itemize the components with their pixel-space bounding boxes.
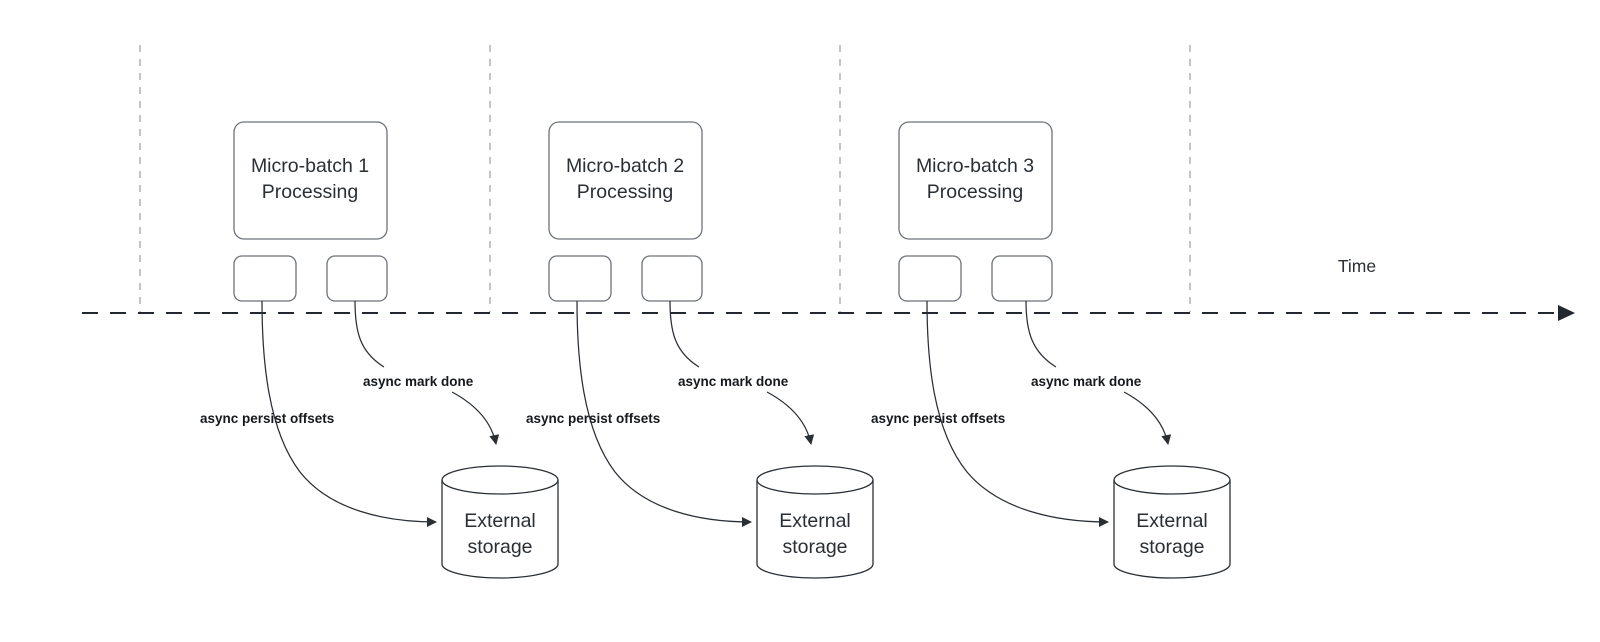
- external-storage-3-line1: External: [1136, 510, 1208, 532]
- edge-label-async-mark-done-1: async mark done: [363, 374, 474, 389]
- edge-label-async-persist-offsets-2: async persist offsets: [526, 411, 660, 426]
- edge-async-mark-done-2-seg2: [766, 391, 815, 445]
- task-box-persist-2[interactable]: [548, 255, 612, 302]
- cylinder-top-1: [441, 465, 559, 495]
- tick-lines: [139, 45, 1191, 312]
- cylinder-top-2: [756, 465, 874, 495]
- micro-batch-group-3: Micro-batch 3 Processing async persist o…: [871, 121, 1231, 579]
- external-storage-1-line1: External: [464, 510, 536, 532]
- external-storage-3-line2: storage: [1139, 536, 1204, 558]
- micro-batch-box-2-line1: Micro-batch 2: [566, 155, 684, 177]
- external-storage-cylinder-2[interactable]: External storage: [756, 465, 874, 579]
- time-axis: Time: [82, 256, 1575, 321]
- task-box-mark-1[interactable]: [326, 255, 388, 302]
- micro-batch-box-3-line1: Micro-batch 3: [916, 155, 1034, 177]
- edge-async-persist-offsets-1: [261, 300, 437, 527]
- micro-batch-box-1-line2: Processing: [262, 181, 358, 203]
- edge-label-async-mark-done-2: async mark done: [678, 374, 789, 389]
- edge-async-mark-done-1-seg1: [354, 300, 385, 368]
- edge-async-persist-offsets-3: [926, 300, 1109, 527]
- cylinder-body-2: [756, 480, 874, 579]
- time-axis-arrowhead: [1558, 305, 1575, 321]
- task-box-mark-2[interactable]: [641, 255, 703, 302]
- cylinder-body-3: [1113, 480, 1231, 579]
- edge-label-async-persist-offsets-1: async persist offsets: [200, 411, 334, 426]
- external-storage-2-line1: External: [779, 510, 851, 532]
- edge-async-mark-done-1-seg2: [451, 391, 500, 445]
- micro-batch-group-2: Micro-batch 2 Processing async persist o…: [526, 121, 874, 579]
- external-storage-1-line2: storage: [467, 536, 532, 558]
- cylinder-body-1: [441, 480, 559, 579]
- cylinder-top-3: [1113, 465, 1231, 495]
- edge-label-async-mark-done-3: async mark done: [1031, 374, 1142, 389]
- micro-batch-box-1[interactable]: [233, 121, 388, 240]
- edge-async-mark-done-2-seg1: [669, 300, 700, 368]
- micro-batch-box-3-line2: Processing: [927, 181, 1023, 203]
- micro-batch-group-1: Micro-batch 1 Processing async persist o…: [200, 121, 559, 579]
- micro-batch-box-2[interactable]: [548, 121, 703, 240]
- micro-batch-box-3[interactable]: [898, 121, 1053, 240]
- external-storage-cylinder-1[interactable]: External storage: [441, 465, 559, 579]
- task-box-persist-3[interactable]: [898, 255, 962, 302]
- edge-async-mark-done-3-seg2: [1123, 391, 1172, 445]
- external-storage-cylinder-3[interactable]: External storage: [1113, 465, 1231, 579]
- micro-batch-box-2-line2: Processing: [577, 181, 673, 203]
- edge-async-persist-offsets-2: [576, 300, 752, 527]
- micro-batch-box-1-line1: Micro-batch 1: [251, 155, 369, 177]
- task-box-mark-3[interactable]: [991, 255, 1053, 302]
- time-axis-label: Time: [1338, 256, 1376, 276]
- edge-label-async-persist-offsets-3: async persist offsets: [871, 411, 1005, 426]
- task-box-persist-1[interactable]: [233, 255, 297, 302]
- edge-async-mark-done-3-seg1: [1025, 300, 1057, 368]
- external-storage-2-line2: storage: [782, 536, 847, 558]
